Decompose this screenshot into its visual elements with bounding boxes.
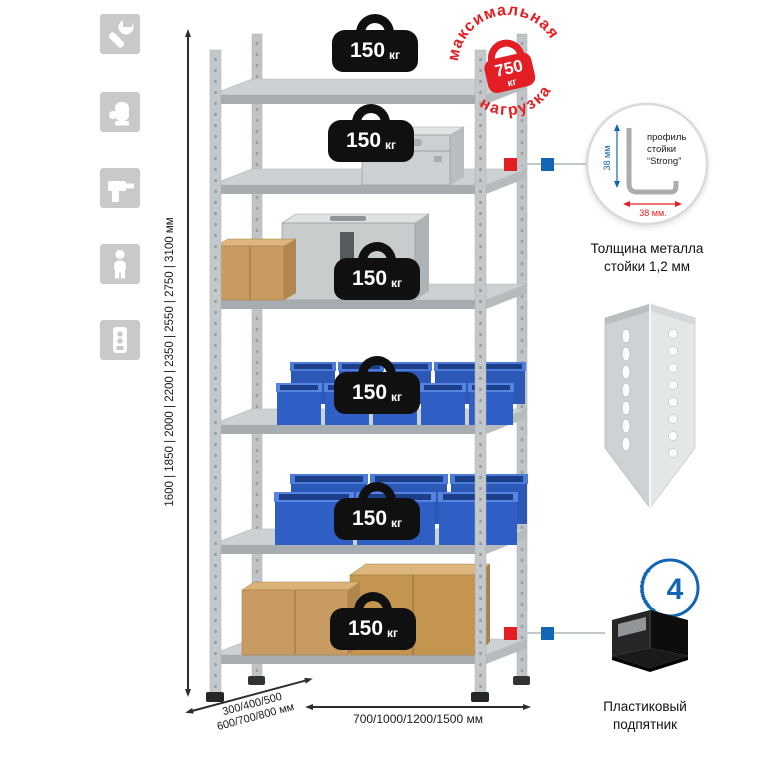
marker-red-bottom bbox=[504, 627, 517, 640]
stamp-kettlebell-body bbox=[484, 52, 536, 93]
foot-caption: Пластиковый подпятник bbox=[603, 699, 687, 732]
profile-dim-horizontal: 38 мм. bbox=[639, 208, 666, 218]
profile-label-2: стойки bbox=[647, 144, 676, 155]
power-strip-icon bbox=[100, 320, 140, 360]
profile-label-3: “Strong” bbox=[647, 156, 681, 167]
kettlebell-handle bbox=[354, 592, 392, 618]
drill-icon bbox=[100, 168, 140, 208]
marker-red-top bbox=[504, 158, 517, 171]
upright-profile-photo bbox=[604, 303, 696, 509]
marker-blue-bottom bbox=[541, 627, 554, 640]
kettlebell-handle bbox=[358, 356, 396, 382]
plastic-foot-photo bbox=[612, 610, 688, 672]
profile-label-1: профиль bbox=[647, 132, 686, 143]
kettlebell-handle bbox=[358, 242, 396, 268]
wrench-icon bbox=[100, 14, 140, 54]
glove-icon bbox=[100, 92, 140, 132]
svg-text:максимальная: максимальная bbox=[435, 0, 563, 66]
stamp-unit: кг bbox=[506, 77, 517, 90]
kettlebell-handle bbox=[358, 482, 396, 508]
profile-caption: Толщина металла стойки 1,2 мм bbox=[590, 241, 704, 274]
max-load-stamp: максимальная нагрузка 750 кг bbox=[430, 0, 586, 143]
profile-dim-vertical: 38 мм bbox=[602, 146, 612, 171]
kettlebell-handle bbox=[356, 14, 394, 40]
stamp-kettlebell-handle bbox=[487, 39, 525, 63]
height-dimension-line bbox=[185, 29, 191, 697]
person-icon bbox=[100, 244, 140, 284]
height-dimension-label: 1600 | 1850 | 2000 | 2200 | 2350 | 2550 … bbox=[164, 217, 176, 507]
profile-shape bbox=[626, 128, 679, 195]
cardboard-box-small bbox=[215, 238, 297, 301]
width-dimension-label: 700/1000/1200/1500 мм bbox=[353, 712, 483, 726]
marker-blue-top bbox=[541, 158, 554, 171]
connector-line-bottom bbox=[510, 632, 605, 634]
width-dimension-line bbox=[305, 704, 531, 710]
quantity-badge: в комплекте 4 bbox=[638, 558, 700, 618]
profile-callout: 38 мм 38 мм. профиль стойки “Strong” bbox=[585, 102, 709, 226]
kettlebell-handle bbox=[352, 104, 390, 130]
badge-number: 4 bbox=[667, 573, 684, 606]
stamp-top-text: максимальная bbox=[435, 0, 563, 66]
